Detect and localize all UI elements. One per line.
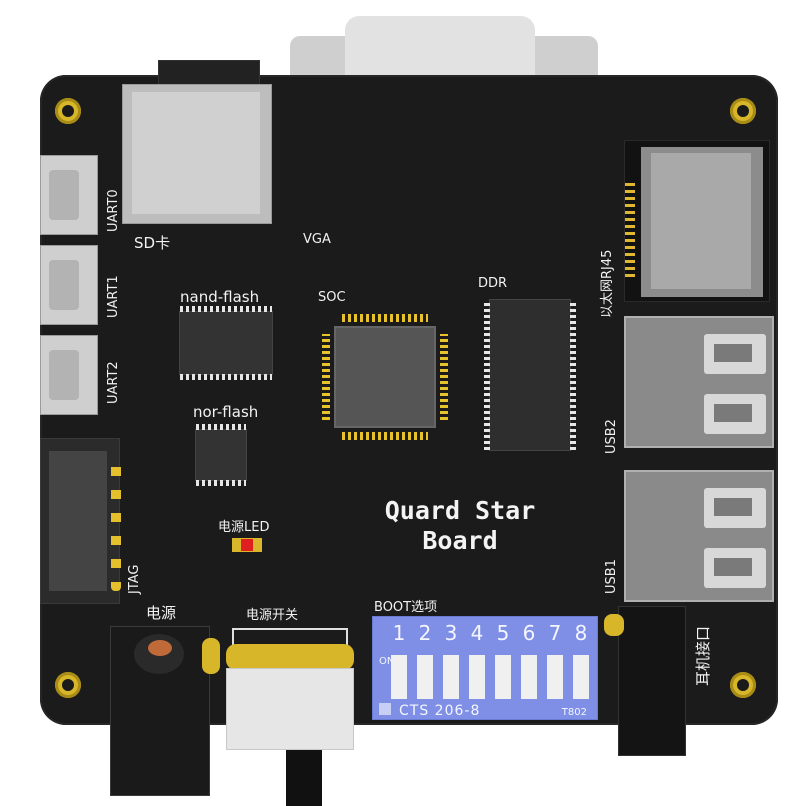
- uart2-label: UART2: [106, 361, 121, 404]
- dip-num-7: 7: [548, 621, 562, 645]
- usb2-port: [624, 316, 774, 448]
- usb2-label: USB2: [604, 419, 619, 454]
- soc-chip: [322, 314, 448, 440]
- power-led: [232, 538, 262, 552]
- sd-label: SD卡: [134, 234, 171, 252]
- dip-num-3: 3: [444, 621, 458, 645]
- dip-part-number: T802: [561, 707, 587, 718]
- dip-num-1: 1: [392, 621, 406, 645]
- nor-flash-label: nor-flash: [193, 403, 259, 421]
- boot-dip-switch: ON 1 2 3 4 5 6 7 8 CTS 206-8 T802: [372, 616, 598, 720]
- jtag-label: JTAG: [127, 564, 142, 594]
- dip-corner-mark: [379, 703, 391, 715]
- ddr-label: DDR: [478, 276, 508, 291]
- dip-num-4: 4: [470, 621, 484, 645]
- uart0-label: UART0: [106, 189, 121, 232]
- uart0-connector: [40, 155, 98, 235]
- power-switch-label: 电源开关: [246, 608, 299, 623]
- boot-label: BOOT选项: [374, 600, 438, 615]
- headphone-jack: [604, 606, 686, 756]
- dip-model: CTS 206-8: [399, 703, 481, 719]
- mount-hole-bl: [55, 672, 81, 698]
- dip-switch-5[interactable]: [495, 655, 511, 699]
- ethernet-rj45-connector: [624, 140, 770, 302]
- dip-switch-2[interactable]: [417, 655, 433, 699]
- usb1-port: [624, 470, 774, 602]
- nand-flash-chip: [180, 306, 272, 380]
- vga-label: VGA: [303, 232, 331, 247]
- headphone-label: 耳机接口: [694, 625, 712, 686]
- dip-switch-4[interactable]: [469, 655, 485, 699]
- mount-hole-tr: [730, 98, 756, 124]
- power-label: 电源: [146, 604, 177, 622]
- power-jack: [110, 626, 220, 806]
- mount-hole-tl: [55, 98, 81, 124]
- usb1-label: USB1: [604, 559, 619, 594]
- soc-label: SOC: [318, 290, 346, 305]
- dip-num-2: 2: [418, 621, 432, 645]
- dip-switch-7[interactable]: [547, 655, 563, 699]
- board-title: Quard Star Board: [370, 496, 550, 556]
- board-title-line2: Board: [422, 526, 498, 555]
- dip-num-8: 8: [574, 621, 588, 645]
- dip-num-5: 5: [496, 621, 510, 645]
- jtag-connector: [40, 438, 121, 604]
- dip-num-6: 6: [522, 621, 536, 645]
- dip-switch-6[interactable]: [521, 655, 537, 699]
- ethernet-label: 以太网RJ45: [600, 249, 615, 318]
- sd-card-slot: [122, 60, 272, 224]
- ddr-chip: [484, 300, 576, 450]
- mount-hole-br: [730, 672, 756, 698]
- dip-on-label: ON: [379, 656, 395, 667]
- board-title-line1: Quard Star: [384, 496, 536, 525]
- nand-flash-label: nand-flash: [180, 288, 260, 306]
- uart2-connector: [40, 335, 98, 415]
- dip-switch-8[interactable]: [573, 655, 589, 699]
- uart1-connector: [40, 245, 98, 325]
- power-switch[interactable]: [226, 628, 354, 806]
- dip-switch-1[interactable]: [391, 655, 407, 699]
- uart1-label: UART1: [106, 275, 121, 318]
- dip-switch-3[interactable]: [443, 655, 459, 699]
- power-led-label: 电源LED: [218, 520, 270, 535]
- nor-flash-chip: [196, 424, 246, 486]
